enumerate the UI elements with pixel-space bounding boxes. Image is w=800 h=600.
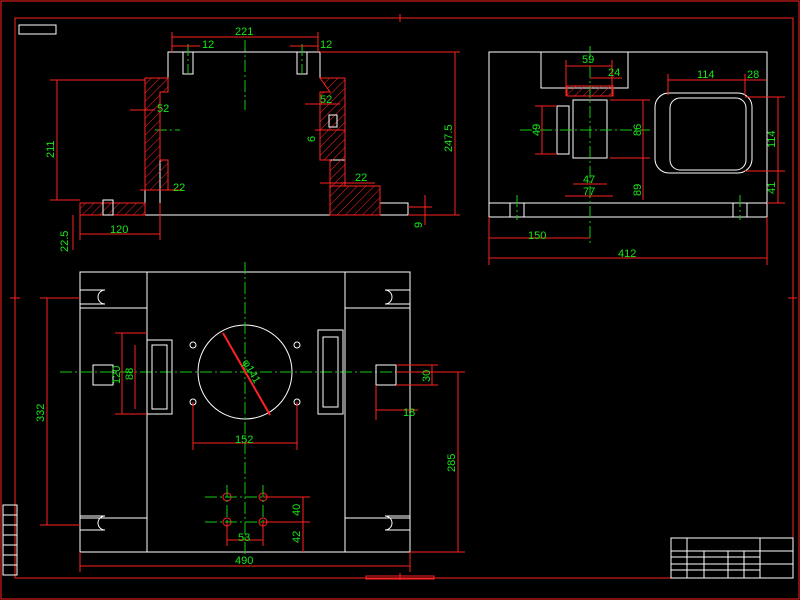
revision-strip [2,504,18,576]
dim-plan-bolt-spacing: 152 [235,434,253,446]
dim-plan-hole-spacing-v: 40 [291,504,303,516]
dim-base-left: 120 [110,224,128,236]
dim-right-height: 89 [632,184,644,196]
dim-pocket-height: 49 [531,124,543,136]
dim-plan-right-slot-height: 30 [421,370,433,382]
dim-lower-right: 22 [355,172,367,184]
dim-window-width: 114 [697,69,715,81]
dim-inner-total: 77 [583,186,595,198]
dim-base-offset: 22.5 [59,231,71,252]
dim-plan-slot-left-inner: 88 [124,368,136,380]
plan-view: 332 120 88 φ141 30 18 152 285 40 42 53 4… [35,262,465,572]
title-block [670,537,794,579]
front-view: 221 12 12 52 52 6 211 247.5 22 22 22.5 1… [45,26,460,252]
dim-plan-right-slot-width: 18 [403,407,415,419]
dim-window-corner: 28 [747,69,759,81]
dim-plan-hole-offset-v: 42 [291,531,303,543]
dim-slot-right: 12 [320,39,332,51]
dim-window-height: 114 [766,130,778,148]
dim-left-width: 150 [528,230,546,242]
dim-step-right: 52 [320,94,332,106]
side-view: 59 24 114 28 114 41 49 86 47 77 89 150 4… [488,46,785,265]
dim-slot-left: 12 [202,39,214,51]
dim-base-right: 9 [413,222,425,228]
dim-plan-hole-spacing-h: 53 [238,532,250,544]
dim-height-inner: 211 [45,140,57,158]
dim-pocket-depth: 86 [632,124,644,136]
dim-inner-width: 47 [583,174,595,186]
dim-plan-total-width: 490 [235,555,253,567]
dim-overall-width: 221 [235,26,253,38]
dim-step-left: 52 [157,103,169,115]
dim-hole-small: 6 [306,136,318,142]
dim-plan-slot-left-outer: 120 [111,366,123,384]
dim-lower-left: 22 [173,182,185,194]
dim-height-total: 247.5 [443,124,455,152]
dim-plan-height-total: 332 [35,404,47,422]
dim-total-width: 412 [618,248,636,260]
dim-window-bottom: 41 [766,182,778,194]
dim-plan-vertical-right: 285 [446,454,458,472]
dim-top-offset: 24 [608,67,620,79]
dim-top-width: 59 [582,54,594,66]
